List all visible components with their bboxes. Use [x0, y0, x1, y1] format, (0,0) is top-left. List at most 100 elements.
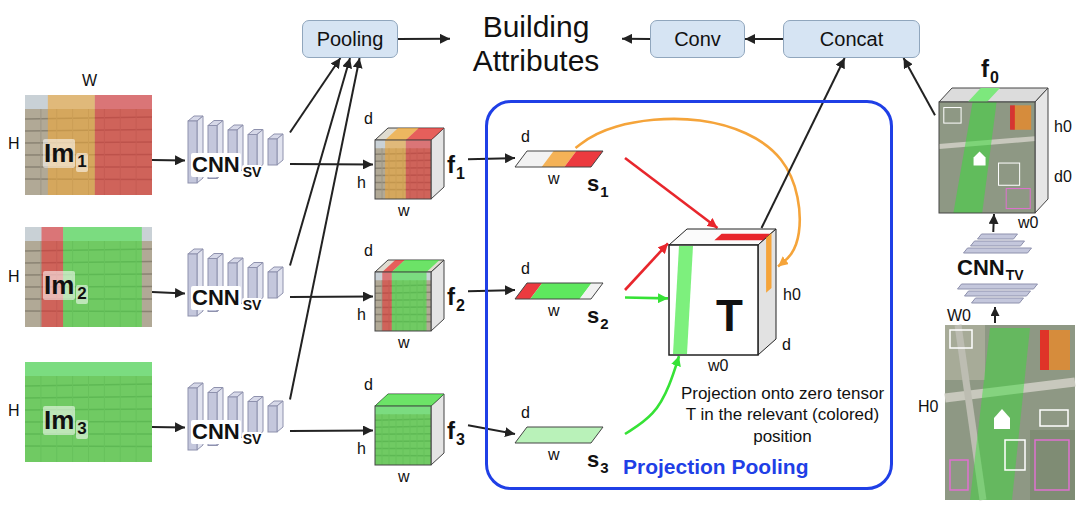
building-outline [1005, 440, 1025, 470]
cnn-block: CNNSV [185, 248, 290, 318]
node-text: Projection Pooling [623, 455, 809, 478]
cube-top-band [406, 128, 444, 140]
feature-cube: f1 [373, 126, 468, 200]
aerial-mask [1010, 105, 1015, 129]
node-text: Im [43, 271, 75, 300]
node-text: f [981, 56, 989, 82]
street-view-image: Im3 [25, 362, 152, 462]
node-text: CNN [957, 256, 1005, 280]
connector-arrow [625, 243, 668, 290]
cnn-layer [965, 291, 1031, 296]
dimension-label: H0 [918, 398, 938, 416]
cnn-layer-side [257, 263, 263, 303]
tensor-cube: T [668, 228, 778, 356]
node-text: Concat [820, 28, 883, 50]
connector-arrow [290, 163, 373, 165]
node-text: s [587, 448, 599, 472]
subscript-text: 0 [990, 69, 999, 87]
building-outline [999, 163, 1020, 185]
building-outline [1040, 410, 1068, 426]
subscript-text: TV [1006, 268, 1024, 283]
process-box: Concat [783, 20, 920, 58]
feature-cube: f3 [373, 392, 468, 466]
cnn-layer [268, 139, 277, 165]
photo-sky [25, 362, 152, 462]
dimension-label: d [364, 242, 373, 260]
cube-front-outline [375, 272, 431, 331]
subscript-text: 2 [600, 316, 608, 333]
dimension-label: H [8, 268, 20, 286]
connector-arrow [762, 58, 845, 228]
feature-cube: f2 [373, 258, 468, 332]
aerial-highlight [953, 102, 996, 213]
photo-window-column [40, 109, 41, 195]
subscript-text: 3 [456, 431, 465, 449]
connector-arrow [290, 58, 340, 133]
cnn-block: CNNTV [955, 232, 1040, 304]
building-outline [1006, 189, 1030, 209]
slice-outline [515, 151, 603, 167]
dimension-label: w [548, 170, 560, 188]
connector-arrow [625, 356, 679, 434]
cube-top-band [968, 88, 1000, 102]
node-text: Conv [674, 28, 721, 50]
projected-stripe [673, 246, 693, 354]
subscript-text: 1 [456, 165, 465, 183]
subscript-text: 3 [76, 420, 87, 439]
dimension-label: d [364, 376, 373, 394]
cnn-layer-side [257, 397, 263, 437]
cnn-layer [268, 406, 277, 432]
building-outline [944, 108, 961, 124]
mask-band [375, 406, 431, 465]
photo-sky [375, 406, 431, 465]
aerial-ground [939, 102, 1035, 213]
note-text: Projection onto zero tensor T in the rel… [680, 383, 885, 447]
cnn-layer-side [257, 130, 263, 170]
photo-sky [375, 272, 431, 331]
input-arrow [994, 307, 996, 323]
process-box: Conv [650, 20, 745, 58]
cube-front-outline [375, 140, 431, 199]
building-outline [1035, 440, 1069, 490]
process-box: Pooling [302, 20, 398, 58]
dimension-label: W0 [947, 307, 971, 325]
cube-front-outline [939, 102, 1035, 213]
projected-stripe [766, 233, 771, 293]
aerial-mask [1040, 330, 1070, 370]
connector-arrow [152, 159, 185, 162]
node-text: Im [43, 139, 75, 168]
dimension-label: w [548, 302, 560, 320]
street-view-image: Im2 [25, 227, 152, 327]
subscript-text: 2 [76, 285, 87, 304]
mask-band [25, 362, 152, 462]
building-outline [950, 460, 968, 490]
photo-sky [375, 140, 431, 199]
connector-arrow [625, 158, 718, 228]
feature-slice: s3 [515, 424, 625, 474]
subscript-text: 1 [76, 153, 87, 172]
connector-arrow [398, 38, 450, 40]
connector-arrow [290, 295, 373, 298]
dimension-label: w [398, 334, 410, 352]
dimension-label: d [521, 260, 530, 278]
cube-top-band [392, 260, 440, 272]
cnn-layer [964, 248, 1032, 253]
connector-arrow [290, 58, 360, 400]
subscript-text: 3 [600, 460, 608, 477]
cube-top [375, 394, 444, 406]
node-text: CNN [191, 420, 241, 444]
node-text: f [447, 152, 455, 178]
node-text: Building Attributes [450, 10, 622, 79]
photo-sky [25, 95, 152, 195]
subscript-text: SV [242, 165, 263, 180]
dimension-label: h0 [783, 286, 801, 304]
cube-front [375, 272, 431, 331]
dimension-label: w [548, 446, 560, 464]
aerial-ground [945, 325, 1075, 500]
dimension-label: W [82, 72, 97, 90]
connector-arrow [622, 38, 650, 40]
node-text: f [447, 284, 455, 310]
cnn-layer [978, 234, 1018, 239]
dimension-label: w [398, 468, 410, 486]
